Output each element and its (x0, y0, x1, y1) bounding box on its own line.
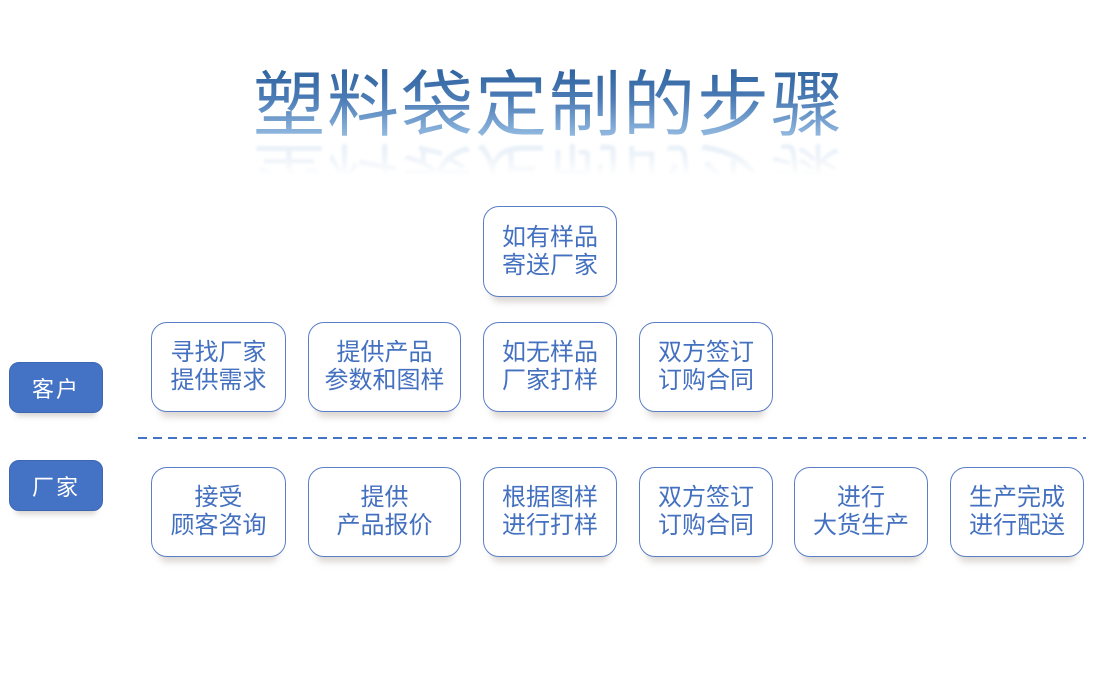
page-title: 塑料袋定制的步骤 (252, 66, 845, 146)
factory-step-delivery: 生产完成 进行配送 (950, 467, 1084, 557)
factory-step-sign-contract: 双方签订 订购合同 (639, 467, 773, 557)
row-label-customer: 客户 (9, 362, 103, 413)
customer-step-provide-specs: 提供产品 参数和图样 (308, 322, 461, 412)
customer-step-sign-contract: 双方签订 订购合同 (639, 322, 773, 412)
factory-step-provide-quote: 提供 产品报价 (308, 467, 461, 557)
factory-step-make-sample: 根据图样 进行打样 (483, 467, 617, 557)
customer-step-no-sample: 如无样品 厂家打样 (483, 322, 617, 412)
row-label-factory: 厂家 (9, 460, 103, 511)
title-block: 塑料袋定制的步骤 塑料袋定制的步骤 (0, 64, 1098, 216)
customer-step-find-manufacturer: 寻找厂家 提供需求 (151, 322, 286, 412)
factory-step-bulk-production: 进行 大货生产 (794, 467, 928, 557)
step-box-optional-sample: 如有样品 寄送厂家 (483, 206, 617, 297)
lane-divider-dashed-line (138, 437, 1086, 439)
factory-step-accept-inquiry: 接受 顾客咨询 (151, 467, 286, 557)
